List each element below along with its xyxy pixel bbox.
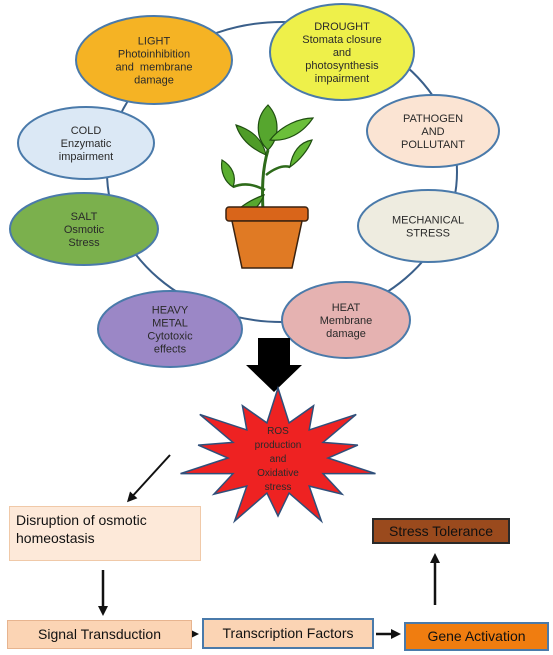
stressor-ellipse-drought bbox=[269, 3, 415, 101]
stressor-label-drought: photosynthesis bbox=[305, 60, 379, 72]
stressor-label-mechanical: STRESS bbox=[406, 228, 450, 240]
disruption-box: Disruption of osmotic homeostasis bbox=[9, 506, 201, 561]
stressor-label-salt: Stress bbox=[68, 237, 100, 249]
stressor-label-cold: COLD bbox=[71, 125, 102, 137]
stressor-label-pathogen: POLLUTANT bbox=[401, 139, 465, 151]
thick-down-arrow-icon bbox=[246, 338, 302, 392]
gene-activation-box: Gene Activation bbox=[404, 622, 549, 651]
stressor-ellipse-pathogen bbox=[366, 94, 500, 168]
stressor-label-drought: DROUGHT bbox=[314, 21, 370, 33]
stressor-ellipse-heat bbox=[281, 281, 411, 359]
stressor-label-heat: damage bbox=[326, 328, 366, 340]
stressor-label-heavy-metal: Cytotoxic bbox=[147, 331, 193, 343]
stressor-label-light: and membrane bbox=[115, 62, 192, 74]
stressor-label-drought: Stomata closure bbox=[302, 34, 381, 46]
transcription-factors-box: Transcription Factors bbox=[202, 618, 374, 649]
stressor-label-drought: impairment bbox=[315, 73, 369, 85]
stressor-label-salt: SALT bbox=[71, 211, 98, 223]
stressor-label-heat: Membrane bbox=[320, 315, 373, 327]
stressor-ellipse-heavy-metal bbox=[97, 290, 243, 368]
signal-transduction-box: Signal Transduction bbox=[7, 620, 192, 649]
potted-plant-icon bbox=[220, 104, 315, 269]
stressor-label-salt: Osmotic bbox=[64, 224, 105, 236]
stressor-label-pathogen: PATHOGEN bbox=[403, 113, 463, 125]
stressor-label-pathogen: AND bbox=[421, 126, 444, 138]
stressor-ellipse-cold bbox=[17, 106, 155, 180]
stress-tolerance-box: Stress Tolerance bbox=[372, 518, 510, 544]
ros-label-line: stress bbox=[265, 482, 292, 493]
ros-label-line: ROS bbox=[267, 426, 289, 437]
stressor-label-heavy-metal: METAL bbox=[152, 318, 188, 330]
stressor-label-light: damage bbox=[134, 75, 174, 87]
ros-label-line: production bbox=[255, 440, 302, 451]
stressor-label-mechanical: MECHANICAL bbox=[392, 215, 464, 227]
stressor-label-cold: Enzymatic bbox=[61, 138, 112, 150]
stressor-ellipse-light bbox=[75, 15, 233, 105]
ros-label-line: and bbox=[270, 454, 287, 465]
stressor-ellipse-mechanical bbox=[357, 189, 499, 263]
stressor-label-light: LIGHT bbox=[138, 36, 171, 48]
ros-label-line: Oxidative bbox=[257, 468, 299, 479]
stressor-label-heat: HEAT bbox=[332, 302, 361, 314]
stressor-label-cold: impairment bbox=[59, 151, 113, 163]
stressor-label-heavy-metal: effects bbox=[154, 344, 187, 356]
stressor-ellipse-salt bbox=[9, 192, 159, 266]
stressor-label-drought: and bbox=[333, 47, 351, 59]
arrow-ros-to-disruption bbox=[126, 454, 171, 503]
stressor-label-heavy-metal: HEAVY bbox=[152, 305, 189, 317]
stressor-label-light: Photoinhibition bbox=[118, 49, 190, 61]
